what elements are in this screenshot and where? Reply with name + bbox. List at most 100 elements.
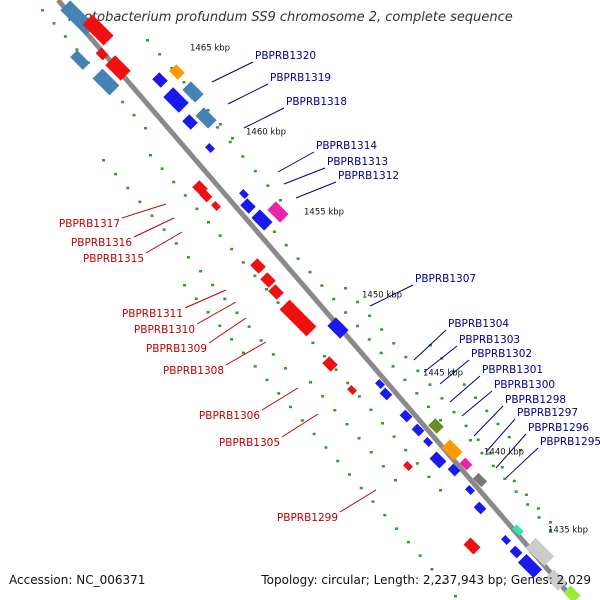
forward-gene-label: PBPRB1302: [471, 348, 532, 360]
gene-feature: [545, 569, 567, 591]
tick-dot: [392, 435, 396, 438]
tick-dot: [381, 465, 385, 468]
tick-dot: [320, 284, 324, 287]
tick-dot: [149, 154, 152, 157]
tick-dot: [253, 365, 257, 368]
leader-line: [505, 447, 539, 479]
forward-gene-label: PBPRB1312: [338, 170, 399, 182]
gene-feature: [379, 387, 393, 401]
gene-feature: [375, 379, 385, 389]
tick-dot: [223, 297, 227, 301]
gene-feature: [322, 356, 338, 372]
tick-dot: [549, 529, 552, 532]
gene-feature: [509, 545, 523, 559]
tick-dot: [172, 180, 176, 184]
leader-line: [423, 345, 458, 373]
tick-dot: [300, 419, 304, 422]
tick-dot: [380, 328, 384, 331]
gene-feature: [441, 439, 463, 461]
tick-dot: [324, 446, 328, 449]
gene-feature: [411, 423, 425, 437]
tick-dot: [162, 228, 166, 231]
tick-dot: [381, 422, 384, 425]
tick-dot: [480, 451, 484, 455]
accession-text: Accession: NC_006371: [9, 573, 146, 587]
gene-feature: [92, 68, 120, 96]
tick-dot: [41, 9, 44, 12]
tick-dot: [345, 423, 349, 426]
tick-dot: [451, 370, 455, 373]
tick-dot: [284, 367, 287, 370]
leader-line: [225, 341, 267, 366]
tick-dot: [253, 274, 257, 278]
leader-line: [281, 413, 319, 438]
gene-feature: [250, 258, 266, 274]
kbp-tick-label: 1435 kbp: [548, 526, 588, 536]
tick-dot: [476, 438, 480, 441]
tick-dot: [369, 451, 373, 454]
tick-dot: [371, 500, 375, 503]
tick-dot: [427, 405, 431, 409]
tick-dot: [266, 184, 270, 187]
tick-dot: [357, 437, 361, 440]
forward-gene-label: PBPRB1304: [448, 318, 509, 330]
tick-dot: [442, 581, 446, 584]
tick-dot: [309, 381, 312, 384]
tick-dot: [440, 397, 444, 400]
tick-dot: [63, 35, 67, 38]
tick-dot: [507, 435, 511, 439]
leader-line: [196, 301, 237, 325]
gene-feature: [163, 87, 189, 113]
tick-dot: [218, 324, 222, 328]
gene-feature: [447, 463, 461, 477]
tick-dot: [312, 432, 316, 436]
tick-dot: [344, 287, 347, 290]
forward-gene-label: PBPRB1314: [316, 140, 377, 152]
gene-feature: [403, 461, 413, 471]
tick-dot: [183, 284, 186, 287]
tick-dot: [395, 527, 399, 530]
tick-dot: [488, 452, 492, 455]
kbp-tick-label: 1440 kbp: [484, 448, 524, 458]
tick-dot: [272, 230, 276, 233]
forward-gene-label: PBPRB1296: [528, 422, 589, 434]
forward-gene-label: PBPRB1303: [459, 334, 520, 346]
gene-feature: [517, 553, 543, 579]
tick-dot: [333, 409, 337, 412]
gene-feature: [563, 585, 581, 600]
gene-feature: [473, 501, 487, 515]
tick-dot: [277, 392, 281, 395]
tick-dot: [170, 67, 174, 70]
tick-dot: [537, 516, 541, 519]
tick-dot: [195, 207, 199, 211]
kbp-tick-label: 1465 kbp: [190, 44, 230, 54]
tick-dot: [429, 344, 432, 347]
reverse-gene-label: PBPRB1306: [199, 410, 260, 422]
leader-line: [439, 359, 470, 385]
forward-gene-label: PBPRB1295: [540, 436, 600, 448]
tick-dot: [253, 169, 257, 173]
gene-labels: PBPRB1320PBPRB1319PBPRB1318PBPRB1314PBPR…: [59, 50, 600, 524]
tick-dot: [355, 324, 359, 328]
tick-dot: [265, 378, 269, 382]
tick-dot: [485, 409, 489, 413]
tick-dot: [439, 489, 442, 492]
forward-gene-label: PBPRB1298: [505, 394, 566, 406]
tick-dot: [211, 283, 215, 287]
leader-line: [339, 489, 377, 513]
tick-dot: [206, 109, 210, 112]
forward-gene-label: PBPRB1320: [255, 50, 316, 62]
tick-dot: [265, 288, 268, 291]
gene-features: [60, 0, 581, 600]
gene-feature: [182, 81, 204, 103]
tick-dot: [344, 311, 348, 314]
leader-line: [369, 284, 414, 307]
leader-line: [145, 231, 183, 254]
gene-feature: [199, 189, 213, 203]
kbp-tick-label: 1455 kbp: [304, 208, 344, 218]
tick-dot: [416, 369, 420, 373]
gene-feature: [260, 272, 276, 288]
kbp-tick-label: 1445 kbp: [423, 369, 463, 379]
tick-dot: [52, 22, 56, 25]
